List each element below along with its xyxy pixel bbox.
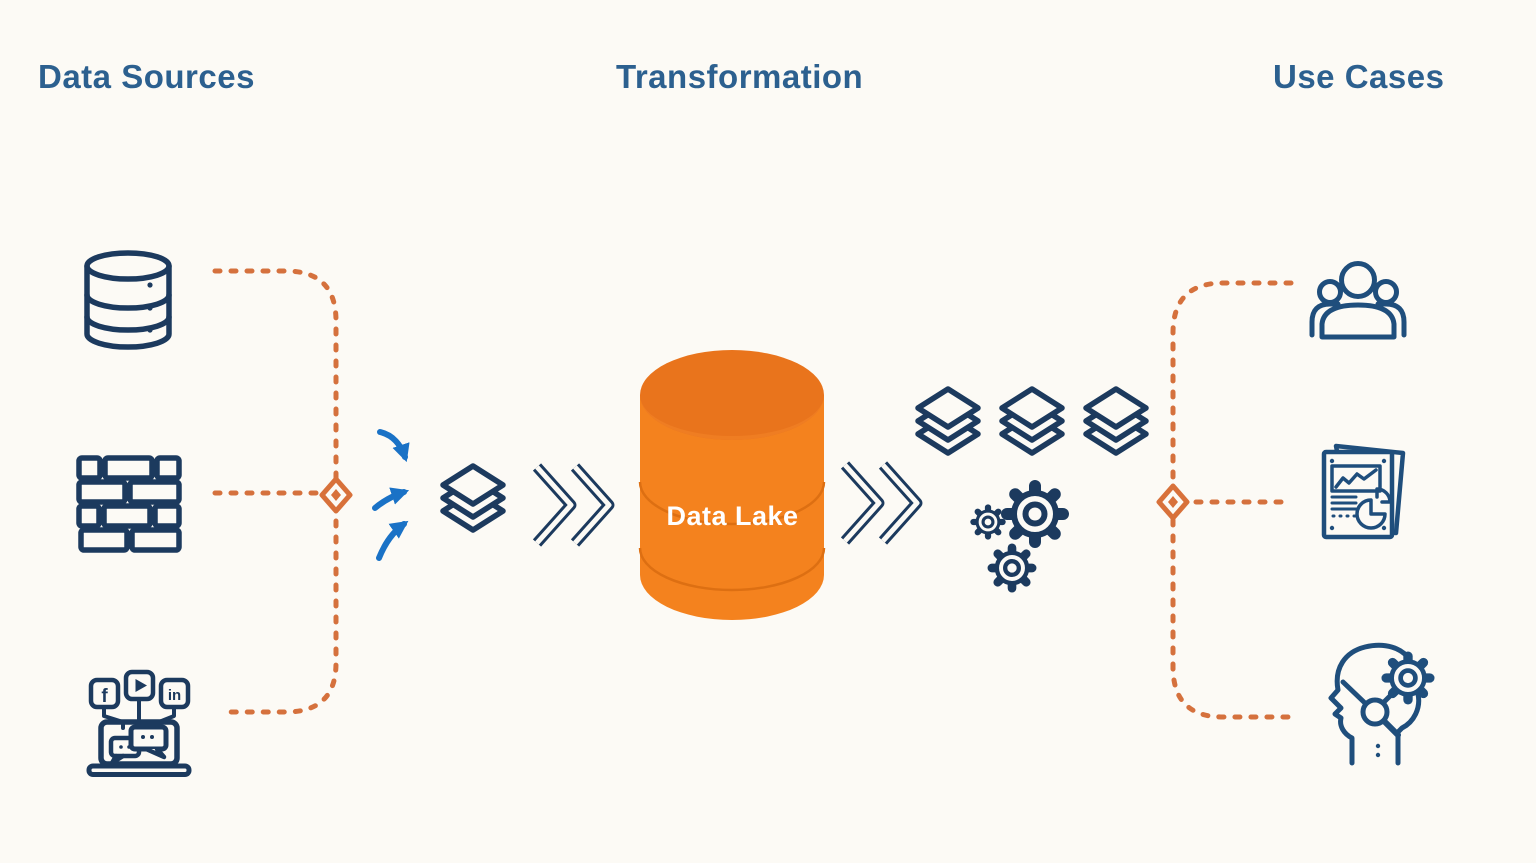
magnifier-icon xyxy=(1360,697,1390,727)
social-media-laptop-icon: f in xyxy=(86,669,192,777)
layers-stack-icon xyxy=(918,389,978,453)
brick-wall-icon xyxy=(76,455,182,553)
right-connector-dotted xyxy=(1170,280,1294,720)
section-title-data-sources: Data Sources xyxy=(38,58,255,95)
right-junction-diamond-icon xyxy=(1159,486,1187,518)
layers-stack-icon xyxy=(1086,389,1146,453)
pie-chart-thumbnail xyxy=(1355,487,1392,530)
database-icon xyxy=(84,250,172,350)
layer-stacks-row xyxy=(918,389,1146,453)
ai-head-gear-icon xyxy=(1328,642,1430,766)
layers-stack-icon xyxy=(1002,389,1062,453)
left-connector-dotted xyxy=(212,268,339,715)
layers-stack-icon xyxy=(443,466,503,530)
analytics-report-icon xyxy=(1321,443,1406,540)
data-lake-label: Data Lake xyxy=(666,501,799,531)
chat-bubbles-icon xyxy=(108,724,169,766)
youtube-play-icon xyxy=(123,669,156,702)
gears-icon xyxy=(973,486,1063,588)
people-group-icon xyxy=(1309,261,1407,340)
left-junction-diamond-icon xyxy=(322,479,350,511)
section-title-use-cases: Use Cases xyxy=(1273,58,1445,95)
double-chevron-icon xyxy=(845,465,917,541)
svg-text:f: f xyxy=(101,686,108,707)
text-lines xyxy=(1330,495,1358,518)
linkedin-icon: in xyxy=(158,677,191,710)
section-title-transformation: Transformation xyxy=(616,58,864,95)
double-chevron-icon xyxy=(537,467,609,543)
line-chart-thumbnail xyxy=(1330,464,1382,493)
data-lake-cylinder xyxy=(638,350,826,620)
ingest-arrows-icon xyxy=(372,429,410,561)
svg-text:in: in xyxy=(168,687,181,704)
facebook-icon: f xyxy=(88,677,121,710)
